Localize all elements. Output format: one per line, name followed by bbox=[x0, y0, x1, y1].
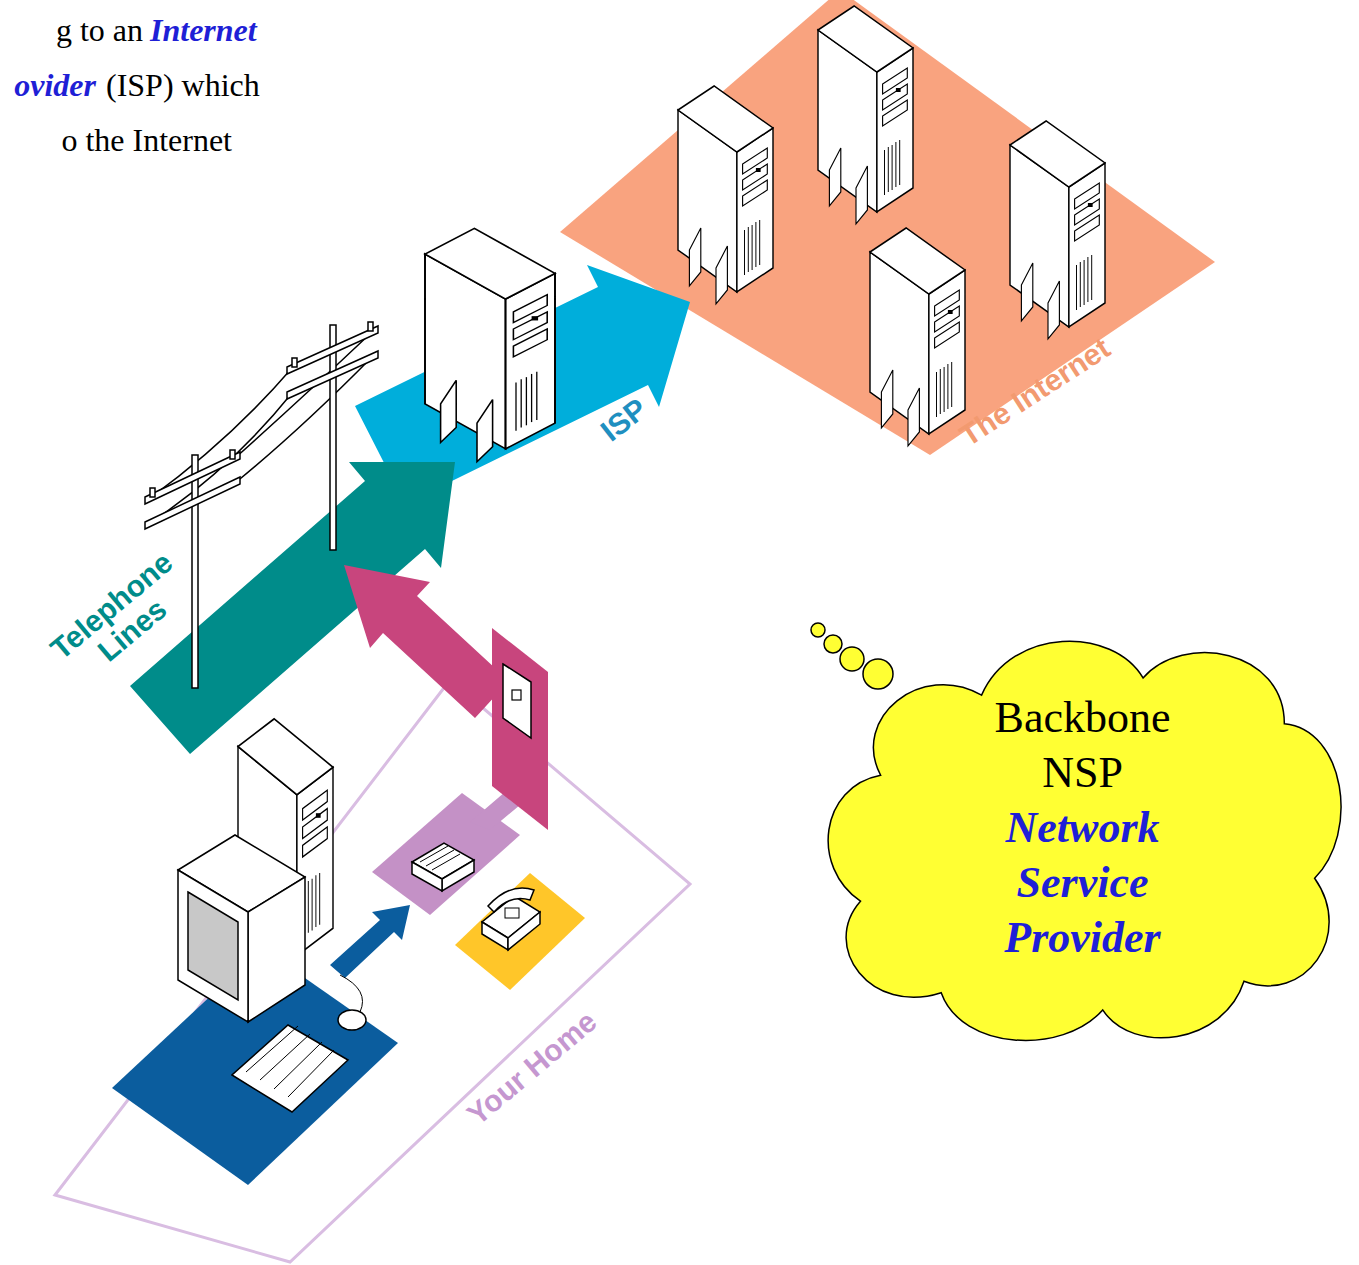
phone-floor bbox=[455, 873, 585, 990]
home-outline bbox=[55, 680, 690, 1262]
intro-term: Internet bbox=[150, 10, 257, 50]
label-text: Your Home bbox=[461, 1005, 602, 1131]
computer-arrow bbox=[330, 905, 410, 978]
thought-bubbles bbox=[811, 623, 893, 689]
internet-server bbox=[870, 228, 965, 446]
jack-socket bbox=[512, 690, 521, 700]
label-text: g to an bbox=[56, 10, 143, 50]
thought-cloud: BackboneNSPNetwork Service Provider bbox=[810, 615, 1355, 1050]
wall-arrow bbox=[344, 565, 509, 718]
modem bbox=[412, 843, 474, 891]
cloud-text: Backbone bbox=[810, 690, 1355, 745]
intro-term: ovider bbox=[14, 65, 96, 105]
internet-server bbox=[818, 6, 913, 224]
keyboard bbox=[232, 975, 366, 1112]
region-label: Your Home bbox=[461, 1005, 602, 1131]
cloud-text: Network Service Provider bbox=[1004, 800, 1160, 965]
internet-server bbox=[1010, 121, 1105, 339]
intro-text: g to an bbox=[56, 10, 143, 50]
wall-jack bbox=[503, 664, 531, 738]
label-text: o the Internet bbox=[61, 120, 232, 160]
intro-text: (ISP) which bbox=[106, 65, 260, 105]
label-text: (ISP) which bbox=[106, 65, 260, 105]
cloud-text: NSP bbox=[810, 745, 1355, 800]
intro-text: o the Internet bbox=[61, 120, 232, 160]
monitor bbox=[178, 835, 305, 1022]
telephone-poles bbox=[145, 322, 378, 688]
wall-plate bbox=[492, 628, 548, 830]
label-text: Internet bbox=[150, 10, 257, 50]
telephone bbox=[482, 888, 540, 950]
isp-server bbox=[425, 228, 555, 461]
label-text: ovider bbox=[14, 65, 96, 105]
internet-server bbox=[678, 86, 773, 304]
